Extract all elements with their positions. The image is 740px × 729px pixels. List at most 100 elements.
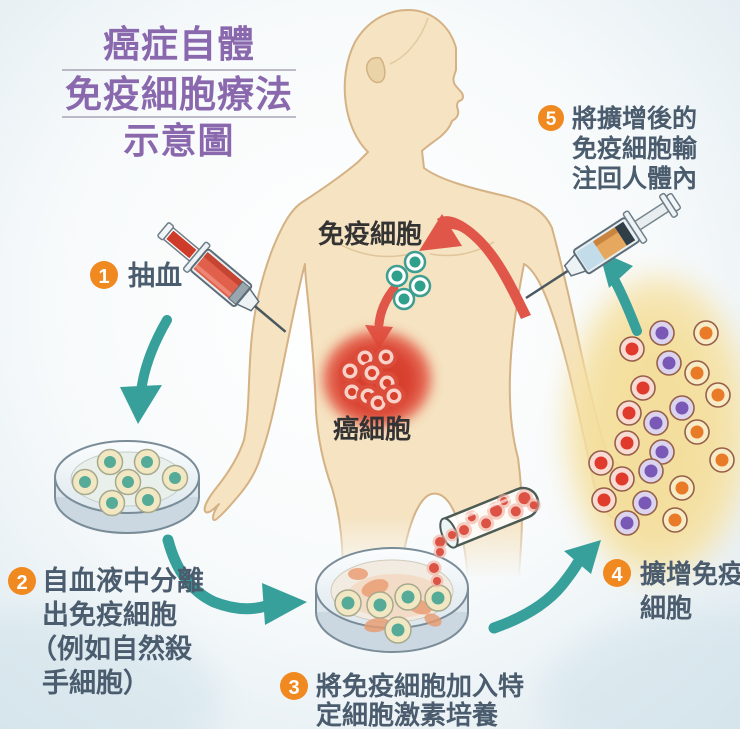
step-2-marker: 2 自血液中分離 出免疫細胞 （例如自然殺 手細胞） [8,565,204,698]
step-1-number: 1 [98,266,109,288]
cancer-cell-cluster [323,331,431,427]
step-4-number: 4 [611,564,623,586]
cell-nucleus [341,596,355,610]
chest-line-left [331,239,411,258]
step-4-badge [603,559,631,587]
petri-dish-isolated-cells [54,440,200,534]
test-tube-icon [439,486,541,549]
cell-nucleus [391,270,403,282]
step-2-label-line4: 手細胞） [42,668,150,698]
cell-nucleus [699,326,713,340]
cell-nucleus [638,496,652,510]
arrow-dish2-to-expansion [488,540,601,634]
cell-nucleus [142,494,154,506]
cell-nucleus [644,464,658,478]
step-4-label-line2: 細胞 [640,593,692,623]
arrow-step1-to-dish [120,315,172,424]
step-3-label-line1: 將免疫細胞加入特 [316,671,524,701]
cell-nucleus [409,256,421,268]
cell-nucleus [104,456,116,468]
step-3-badge [280,672,308,700]
cytokine-blob [424,613,442,627]
cell-nucleus [373,598,387,612]
flow-arrows [120,251,642,634]
ear [366,56,386,84]
cell-nucleus [401,590,415,604]
blood-cell [481,518,492,529]
cell-nucleus [620,516,634,530]
blood-cell [529,501,538,510]
cell-nucleus [675,481,689,495]
blood-cell [518,492,531,505]
blood-draw-syringe-icon [157,222,287,333]
cell-drop [436,548,444,556]
step-1-badge [90,261,118,289]
cell-nucleus [383,379,391,387]
cell-nucleus [655,445,669,459]
cell-nucleus [636,381,650,395]
blood-cell [510,506,521,517]
step-2-label-line1: 自血液中分離 [42,565,204,596]
step-3-label-line2: 定細胞激素培養 [316,700,499,729]
cell-nucleus [391,623,405,637]
cell-nucleus [690,366,704,380]
cell-nucleus [597,493,611,507]
cell-nucleus [662,356,676,370]
background-corner-tint [0,610,220,729]
cell-drop [435,537,445,547]
cell-nucleus [348,388,356,396]
immune-cells-label: 免疫細胞 [318,219,422,249]
step-2-label-line3: （例如自然殺 [30,633,193,664]
background-corner-tint [540,610,740,729]
cell-nucleus [594,456,608,470]
cell-nucleus [382,353,390,361]
step-1-label: 抽血 [128,261,182,291]
step-4-marker: 4 擴增免疫 細胞 [603,559,740,623]
cell-nucleus [615,472,629,486]
step-3-marker: 3 將免疫細胞加入特 定細胞激素培養 [280,671,524,729]
cell-nucleus [668,513,682,527]
cell-nucleus [690,425,704,439]
step-5-badge [538,105,564,131]
cell-nucleus [398,293,410,305]
cell-nucleus [169,472,181,484]
blood-cell [490,504,503,517]
arrow-infusion-to-immune-cells [419,214,531,319]
cell-nucleus [625,342,639,356]
title-line-2: 免疫細胞療法 [65,74,293,115]
title-line-1: 癌症自體 [103,24,255,65]
step-5-number: 5 [546,109,557,130]
step-2-badge [8,567,36,595]
cell-nucleus [361,354,369,362]
cell-nucleus [622,406,636,420]
cell-nucleus [715,453,729,467]
falling-cell-drops [426,528,459,588]
cell-nucleus [368,369,376,377]
hairline [389,17,429,65]
arrow-dish1-to-dish2 [162,534,307,625]
step-5-label-line2: 免疫細胞輸 [572,134,698,163]
cell-nucleus [106,497,118,509]
infusion-syringe-icon [525,192,682,300]
cell-nucleus [346,367,354,375]
step-1-marker: 1 抽血 [90,261,182,291]
step-5-marker: 5 將擴增後的 免疫細胞輸 注回人體內 [538,104,698,193]
step-4-label-line1: 擴增免疫 [640,559,740,589]
cell-nucleus [122,476,134,488]
cancer-cells-label: 癌細胞 [333,414,411,444]
cell-drop [429,563,439,573]
cell-nucleus [79,476,91,488]
title-block: 癌症自體 免疫細胞療法 示意圖 [62,24,296,161]
blood-cell [459,525,470,536]
expanded-immune-cells-group [588,320,735,536]
step-5-label-line3: 注回人體內 [572,164,697,193]
cytokine-blob [364,617,390,633]
title-line-3: 示意圖 [123,120,234,161]
step-3-number: 3 [288,677,299,699]
step-5-label-line1: 將擴增後的 [572,104,697,133]
cell-nucleus [390,392,398,400]
cell-nucleus [374,399,382,407]
cell-nucleus [431,591,445,605]
